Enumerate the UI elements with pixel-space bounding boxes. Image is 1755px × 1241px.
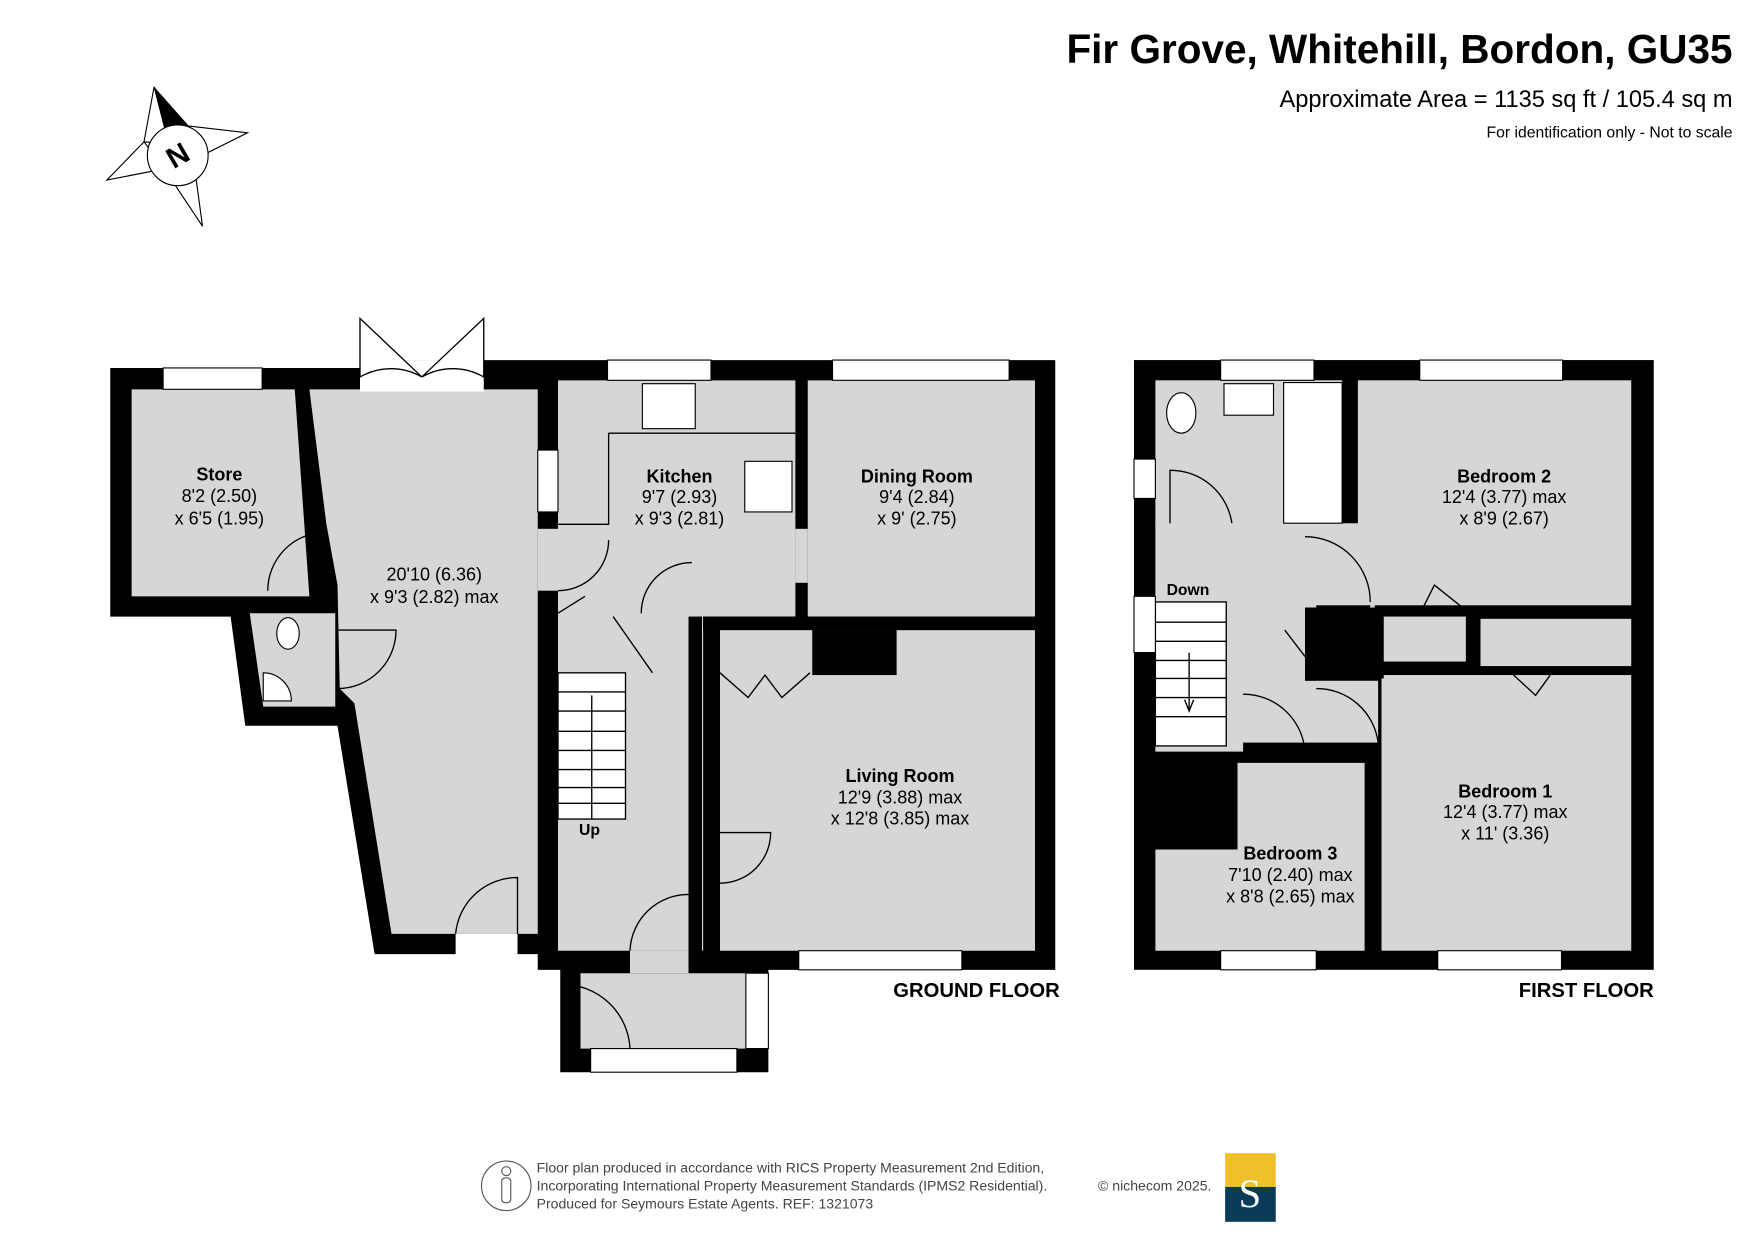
room-dimension: x 8'9 (2.67) — [1459, 508, 1548, 528]
room-dimension: 9'4 (2.84) — [879, 487, 954, 507]
agent-logo: S — [1225, 1153, 1276, 1222]
room-name: Kitchen — [646, 467, 712, 487]
room-dimension: 7'10 (2.40) max — [1228, 865, 1352, 885]
floor-label: FIRST FLOOR — [1519, 980, 1654, 1002]
property-title: Fir Grove, Whitehill, Bordon, GU35 — [1066, 26, 1732, 72]
room-dimension: x 11' (3.36) — [1461, 823, 1549, 843]
room-name: Bedroom 3 — [1243, 844, 1337, 864]
room-dimension: 8'2 (2.50) — [182, 486, 257, 506]
room-dimension: 9'7 (2.93) — [642, 487, 717, 507]
ground-stairs — [557, 672, 627, 820]
room-dimension: 12'4 (3.77) max — [1442, 487, 1566, 507]
footer: Floor plan produced in accordance with R… — [480, 1153, 1276, 1222]
room-dimension: 20'10 (6.36) — [386, 565, 482, 585]
stairs-label: Up — [579, 822, 600, 839]
ground-floor-plan: Store 8'2 (2.50) x 6'5 (1.95) 20'10 (6.3… — [110, 316, 1060, 1073]
room-dimension: x 9'3 (2.81) — [635, 508, 724, 528]
first-stairs — [1154, 601, 1227, 747]
sink-icon — [641, 383, 696, 430]
first-floor-plan: Bedroom 2 12'4 (3.77) max x 8'9 (2.67) B… — [1133, 359, 1654, 1002]
logo-letter: S — [1239, 1171, 1262, 1216]
stairs-label: Down — [1167, 582, 1210, 599]
compass-icon: N — [105, 86, 250, 227]
hob-icon — [744, 460, 793, 513]
room-dimension: 12'4 (3.77) max — [1443, 802, 1567, 822]
toilet-icon — [1166, 392, 1197, 434]
footer-line: Produced for Seymours Estate Agents. REF… — [537, 1195, 874, 1211]
room-name: Store — [196, 464, 242, 484]
disclaimer-text: For identification only - Not to scale — [1487, 124, 1733, 141]
toilet-icon — [276, 617, 300, 650]
floor-label: GROUND FLOOR — [893, 980, 1060, 1002]
basin-icon — [1223, 383, 1275, 416]
room-dimension: x 6'5 (1.95) — [175, 508, 264, 528]
room-dimension: x 12'8 (3.85) max — [831, 809, 970, 829]
area-text: Approximate Area = 1135 sq ft / 105.4 sq… — [1280, 87, 1733, 113]
bath-icon — [1283, 382, 1343, 524]
basin-icon — [262, 672, 292, 702]
person-icon — [480, 1160, 532, 1212]
copyright-text: © nichecom 2025. — [1098, 1177, 1211, 1193]
room-name: Bedroom 1 — [1458, 782, 1552, 802]
room-name: Living Room — [846, 766, 955, 786]
footer-line: Incorporating International Property Mea… — [537, 1177, 1048, 1193]
footer-line: Floor plan produced in accordance with R… — [537, 1159, 1045, 1175]
room-dimension: x 9' (2.75) — [877, 508, 956, 528]
room-name: Bedroom 2 — [1457, 467, 1551, 487]
room-dimension: x 9'3 (2.82) max — [370, 587, 499, 607]
room-dimension: x 8'8 (2.65) max — [1226, 886, 1355, 906]
room-name: Dining Room — [861, 467, 973, 487]
room-dimension: 12'9 (3.88) max — [838, 787, 963, 807]
